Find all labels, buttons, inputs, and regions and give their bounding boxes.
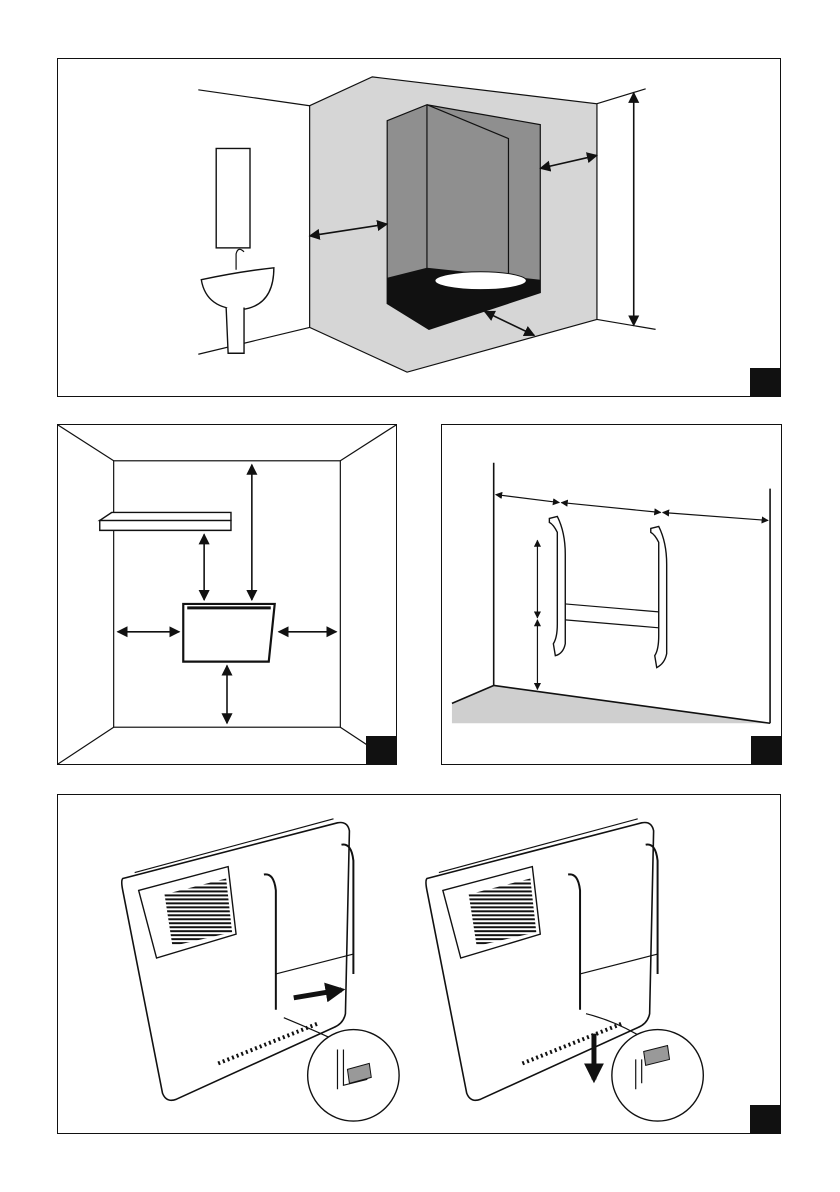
floor-line-left bbox=[198, 327, 309, 354]
panel-bathroom-zones bbox=[57, 58, 781, 397]
ceiling-line-left bbox=[198, 90, 309, 106]
bathtub-basin bbox=[435, 272, 526, 290]
floor-line-right bbox=[597, 319, 656, 329]
heater-right-view bbox=[426, 819, 703, 1121]
bracket-illustration bbox=[442, 425, 781, 764]
faucet-icon bbox=[236, 249, 244, 269]
bracket-crossbar-bottom bbox=[565, 620, 658, 628]
panel-number-tag bbox=[366, 736, 396, 764]
distance-between-brackets-arrow bbox=[561, 503, 660, 513]
mirror bbox=[216, 148, 250, 247]
shelf-top bbox=[100, 512, 231, 520]
panel-bracket-positioning bbox=[441, 424, 782, 765]
mounting-illustration bbox=[58, 795, 780, 1133]
panel-mounting-heater bbox=[57, 794, 781, 1134]
panel-number-tag bbox=[750, 1105, 780, 1133]
corner-top-right bbox=[340, 425, 396, 461]
heater-right-detail-circle bbox=[612, 1030, 703, 1121]
panel-number-tag bbox=[750, 368, 780, 396]
bathroom-zones-illustration bbox=[58, 59, 780, 396]
panel-clearance-distances bbox=[57, 424, 397, 765]
corner-bottom-left bbox=[58, 727, 114, 764]
right-wall-bracket bbox=[651, 526, 667, 667]
shelf-front bbox=[100, 520, 231, 530]
floor-area bbox=[452, 685, 770, 723]
washbasin bbox=[201, 268, 274, 310]
bracket-crossbar-top bbox=[565, 604, 658, 612]
left-wall-bracket bbox=[549, 516, 565, 655]
ceiling-line-right bbox=[597, 89, 646, 104]
heater-left-view bbox=[122, 819, 399, 1121]
heater-front bbox=[183, 604, 274, 662]
washbasin-pedestal bbox=[226, 308, 244, 354]
corner-top-left bbox=[58, 425, 114, 461]
panel-number-tag bbox=[751, 736, 781, 764]
distance-bracket-to-wall-arrow bbox=[663, 512, 768, 520]
clearance-illustration bbox=[58, 425, 396, 764]
distance-wall-to-bracket-arrow bbox=[496, 495, 560, 503]
